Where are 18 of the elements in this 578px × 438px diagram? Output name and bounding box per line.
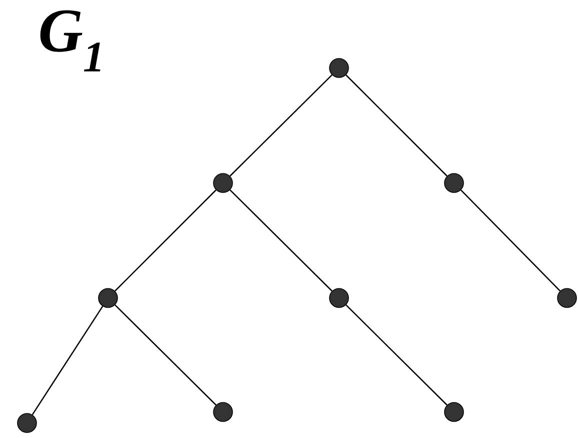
vertex-dot [213, 173, 233, 193]
tree-edge [114, 304, 216, 406]
vertex-dot [213, 402, 233, 422]
tree-edge [346, 304, 448, 406]
tree-edge [114, 190, 216, 292]
tree-edge [460, 190, 561, 292]
tree-edge [346, 74, 448, 176]
vertex-dot [557, 288, 577, 308]
tree-edge [230, 190, 332, 292]
vertex-dot [329, 58, 349, 78]
vertex-dot [17, 413, 37, 433]
vertex-dot [444, 402, 464, 422]
vertex-dot [444, 173, 464, 193]
graph-title: G$_{1}$ [40, 10, 100, 72]
vertex-dot [329, 288, 349, 308]
tree-edge [230, 74, 332, 176]
tree-edge [32, 306, 104, 416]
vertex-dot [98, 288, 118, 308]
